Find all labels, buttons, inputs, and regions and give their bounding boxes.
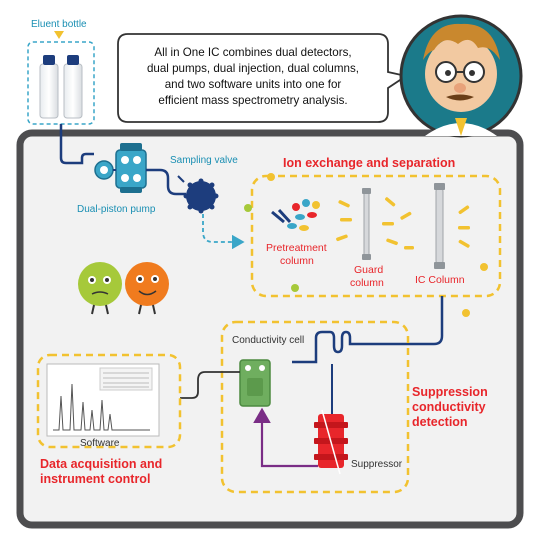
- suppression-title-1: Suppression: [412, 385, 488, 399]
- ic-column-icon: [434, 183, 445, 269]
- bubble-line-2: dual pumps, dual injection, dual columns…: [147, 62, 359, 75]
- software-label: Software: [80, 438, 120, 449]
- dual-piston-pump-label: Dual-piston pump: [77, 204, 156, 215]
- conductivity-cell-label: Conductivity cell: [232, 335, 304, 346]
- bubble-line-3: and two software units into one for: [165, 78, 342, 91]
- suppression-title-3: detection: [412, 415, 468, 429]
- bubble-line-4: efficient mass spectrometry analysis.: [158, 94, 347, 107]
- data-acquisition-title-1: Data acquisition and: [40, 457, 162, 471]
- ion-dashes: [336, 197, 470, 250]
- data-acquisition-box: [36, 353, 182, 449]
- conductivity-cell-icon: [239, 359, 271, 407]
- data-acquisition-title-2: instrument control: [40, 472, 150, 486]
- decor-dots: [244, 173, 488, 317]
- pretreatment-label-2: column: [280, 255, 314, 267]
- guard-column-label-2: column: [350, 277, 384, 289]
- speech-bubble: [117, 33, 409, 123]
- sampling-valve-icon: [177, 175, 219, 214]
- suppressor-icon: [314, 409, 348, 475]
- guard-column-icon: [362, 188, 371, 260]
- suppression-box: [220, 320, 410, 494]
- suppressor-label: Suppressor: [351, 459, 403, 470]
- eluent-bottle-icon: [27, 31, 95, 125]
- ion-exchange-title: Ion exchange and separation: [283, 156, 455, 170]
- suppression-title-2: conductivity: [412, 400, 486, 414]
- pump-icon: [94, 143, 147, 193]
- ion-exchange-box: [250, 174, 502, 298]
- scientist-icon: [399, 14, 523, 138]
- ic-column-label: IC Column: [415, 274, 465, 286]
- guard-column-label-1: Guard: [354, 264, 383, 276]
- ion-mascot-icon: [78, 262, 169, 315]
- pretreatment-label-1: Pretreatment: [266, 242, 327, 254]
- bubble-line-1: All in One IC combines dual detectors,: [154, 46, 351, 59]
- sampling-valve-label: Sampling valve: [170, 155, 238, 166]
- pretreatment-icon: [271, 199, 320, 231]
- chromatogram-icon: [46, 363, 160, 437]
- eluent-bottle-label: Eluent bottle: [31, 19, 87, 30]
